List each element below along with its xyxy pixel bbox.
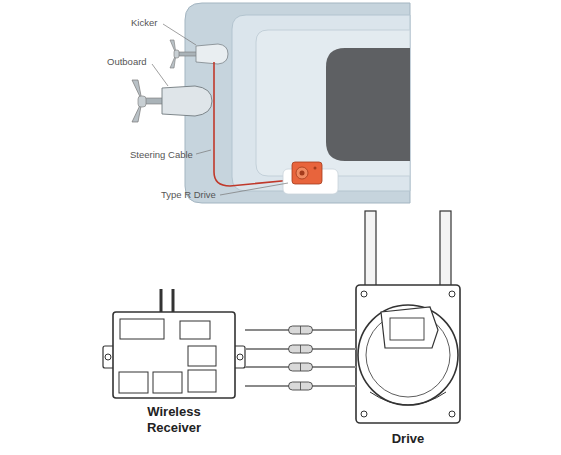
- callout-label: Steering Cable: [130, 149, 193, 160]
- wire-connector-seam: [300, 326, 301, 334]
- wire-group: [245, 326, 356, 334]
- receiver-drawing: [103, 289, 245, 398]
- wire-connector-seam: [300, 382, 301, 390]
- leader-lines: [152, 24, 288, 195]
- wire-connector: [289, 382, 313, 390]
- wire-connector: [289, 326, 313, 334]
- wire-group: [245, 363, 356, 371]
- wire-connector-seam: [300, 363, 301, 371]
- drive-box: Drive: [356, 285, 460, 423]
- boat-hull: [185, 3, 410, 203]
- wire-connector-seam: [300, 345, 301, 353]
- wire-connector: [289, 363, 313, 371]
- node-title: Drive: [368, 431, 448, 447]
- type-r-drive: [283, 162, 338, 194]
- wire-group: [245, 345, 356, 353]
- wire-connector: [289, 345, 313, 353]
- boat-deck: [232, 15, 410, 191]
- boat-deck-inner: [256, 30, 410, 176]
- outboard-motor: [132, 80, 212, 122]
- kicker-motor: [170, 40, 228, 68]
- steering-cable: [214, 62, 292, 186]
- callout-label: Type R Drive: [161, 189, 216, 200]
- callout-label: Outboard: [107, 56, 147, 67]
- drive-drawing: [356, 211, 460, 423]
- boat-console: [326, 48, 410, 161]
- wire-group: [245, 382, 356, 390]
- receiver-box: Wireless Receiver: [103, 312, 245, 398]
- node-title: Wireless Receiver: [133, 404, 215, 436]
- callout-label: Kicker: [131, 17, 157, 28]
